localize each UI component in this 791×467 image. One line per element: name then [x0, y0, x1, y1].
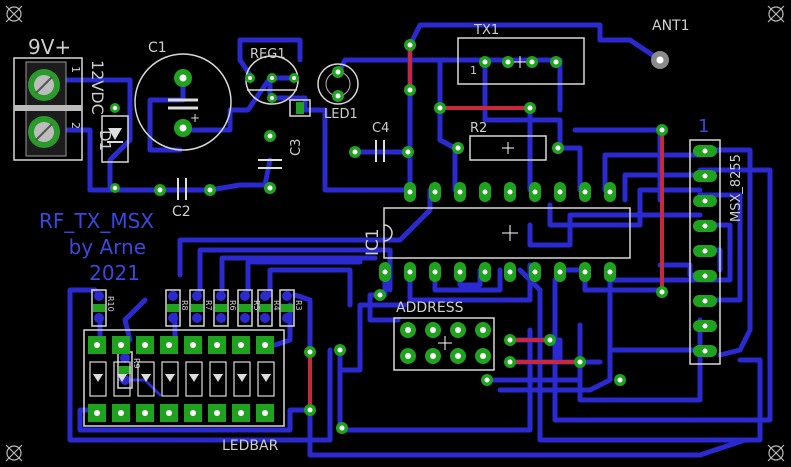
resistor-r2 — [452, 135, 564, 161]
small-resistors — [91, 289, 295, 389]
ant1-label: ANT1 — [652, 18, 690, 34]
title-line-3: 2021 — [89, 261, 140, 285]
diode-d1 — [101, 103, 129, 193]
ic1-label: IC1 — [363, 228, 383, 256]
r9-label: R9 — [132, 358, 141, 369]
led1-label: LED1 — [324, 107, 358, 122]
transmitter-tx1 — [457, 37, 585, 85]
r6-label: R6 — [228, 300, 237, 311]
capacitor-c4 — [349, 140, 414, 162]
r3-label: R3 — [294, 300, 303, 311]
vias — [304, 39, 668, 434]
resistor-r7 — [189, 289, 205, 327]
c2-label: C2 — [172, 204, 191, 220]
c4-label: C4 — [372, 121, 389, 136]
address-header — [393, 317, 495, 371]
c3-label: C3 — [289, 139, 304, 156]
top-traces — [308, 43, 664, 412]
r4-label: R4 — [272, 300, 281, 311]
power-label: 9V+ — [28, 35, 71, 59]
regulator-reg1 — [245, 55, 299, 105]
resistor-r8 — [165, 289, 181, 327]
resistor-r5 — [237, 289, 253, 327]
reg1-label: REG1 — [250, 47, 286, 62]
resistor-r10 — [91, 289, 107, 327]
terminal-pin2-label: 2 — [69, 122, 82, 129]
title-line-2: by Arne — [69, 235, 146, 259]
ledbar — [83, 329, 285, 427]
resistor-r6 — [213, 289, 229, 327]
antenna-ant1 — [651, 51, 669, 69]
msx-connector-label: MSX_8255 — [729, 154, 744, 222]
r8-label: R8 — [180, 300, 189, 311]
tx1-label: TX1 — [473, 23, 499, 38]
title-line-1: RF_TX_MSX — [39, 209, 154, 233]
d1-label: D1 — [96, 130, 114, 151]
terminal-pin1-label: 1 — [69, 66, 82, 73]
power-terminal — [13, 57, 83, 161]
capacitor-c1: + — [134, 53, 232, 151]
dc-label: 12VDC — [88, 60, 107, 115]
bottom-traces — [37, 22, 773, 458]
ic-ic1 — [379, 182, 631, 282]
resistor-r3 — [279, 289, 295, 327]
resistor-r4 — [257, 289, 273, 327]
resistor-labels: R10 R9 R8 R7 R6 R5 R4 R3 — [106, 296, 303, 369]
connector-pin1-label: 1 — [698, 116, 709, 137]
address-label: ADDRESS — [396, 300, 464, 316]
corner-markers — [5, 5, 785, 462]
ledbar-label: LEDBAR — [222, 438, 279, 454]
r5-label: R5 — [252, 300, 261, 311]
r7-label: R7 — [204, 300, 213, 311]
svg-text:+: + — [190, 111, 200, 125]
connector-msx-8255 — [689, 139, 721, 365]
capacitor-c2 — [154, 178, 216, 200]
resistor-r1 — [289, 99, 311, 117]
board-title: RF_TX_MSX by Arne 2021 — [39, 209, 154, 285]
c1-label: C1 — [148, 40, 167, 56]
led-led1 — [317, 63, 359, 105]
capacitor-c3 — [258, 130, 282, 194]
tx1-pin1-label: 1 — [470, 64, 477, 77]
r10-label: R10 — [106, 296, 115, 312]
r2-label: R2 — [470, 121, 487, 136]
